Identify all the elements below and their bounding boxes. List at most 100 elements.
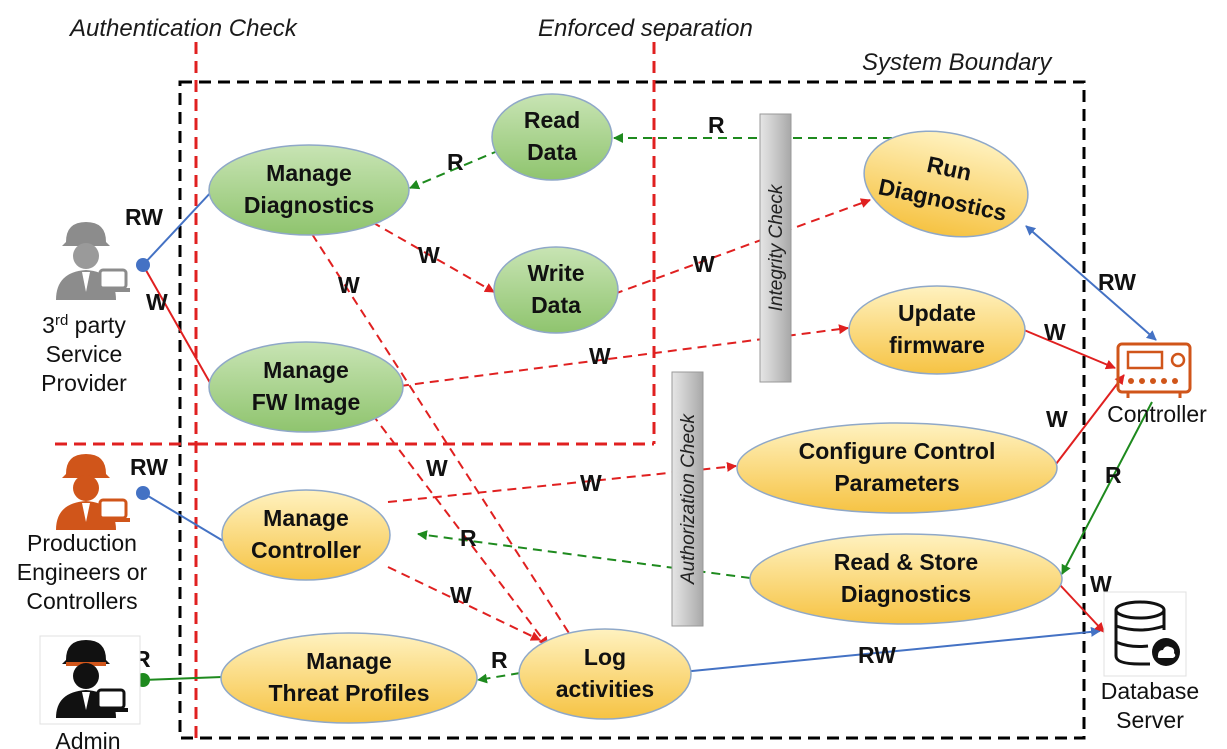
label-rundiag-ctrl-rw: RW [1098, 269, 1136, 295]
read-store-line1: Read & Store [834, 549, 978, 575]
controller-label: Controller [1107, 401, 1207, 427]
use-case-manage-fw-image[interactable]: Manage FW Image [208, 341, 404, 433]
engineers-line2: Engineers or [17, 559, 148, 585]
edge-managectrl-log [387, 566, 541, 641]
service-provider-line1: 3rd party [42, 312, 126, 338]
label-ctrl-readstore-r: R [1105, 462, 1122, 488]
label-managefw-log-w: W [426, 455, 448, 481]
configure-line1: Configure Control [799, 438, 996, 464]
actor-admin[interactable]: Admin [39, 635, 141, 749]
log-line1: Log [584, 644, 626, 670]
authentication-boundary [55, 42, 198, 745]
enforced-separation-boundary [196, 42, 656, 446]
manage-controller-line1: Manage [263, 505, 349, 531]
engineers-connector-dot [136, 486, 150, 500]
edge-readdata-managediag [409, 149, 501, 190]
integrity-check-bar [759, 113, 792, 383]
edge-updatefw-controller [1023, 329, 1116, 370]
edge-log-threatprofiles [477, 672, 521, 684]
use-case-update-firmware[interactable]: Update firmware [848, 285, 1026, 375]
use-case-manage-controller[interactable]: Manage Controller [221, 489, 391, 581]
authentication-check-label: Authentication Check [68, 15, 299, 42]
log-line2: activities [556, 676, 654, 702]
edge-managefw-log [371, 413, 549, 647]
service-provider-line2: Service [46, 341, 123, 367]
label-log-threat-r: R [491, 647, 508, 673]
edge-log-database [681, 626, 1101, 677]
database-line1: Database [1101, 678, 1199, 704]
provider-connector-dot [136, 258, 150, 272]
integrity-check-label: Integrity Check [766, 183, 787, 311]
use-case-run-diagnostics[interactable]: Run Diagnostics [854, 117, 1038, 251]
edge-rundiag-controller [1025, 225, 1157, 341]
write-data-line2: Data [531, 292, 581, 318]
edge-configure-controller [1055, 374, 1125, 465]
edge-managediag-writedata [371, 221, 495, 293]
label-configure-w: W [580, 470, 602, 496]
authorization-check-bar [671, 371, 704, 627]
edge-controller-readstore [1061, 401, 1153, 575]
service-provider-line3: Provider [41, 370, 127, 396]
label-managectrl-log-w: W [450, 582, 472, 608]
read-store-line2: Diagnostics [841, 581, 971, 607]
engineer-person-icon [56, 454, 130, 530]
write-data-line1: Write [527, 260, 584, 286]
manage-diagnostics-line1: Manage [266, 160, 352, 186]
use-case-manage-diagnostics[interactable]: Manage Diagnostics [208, 144, 410, 236]
engineers-line3: Controllers [26, 588, 137, 614]
label-updatefw-ctrl-w: W [1044, 319, 1066, 345]
engineers-line1: Production [27, 530, 137, 556]
enforced-separation-label: Enforced separation [538, 15, 753, 42]
engineer-person-icon [56, 222, 130, 300]
label-readstore-db-w: W [1090, 571, 1112, 597]
label-writedata-w: W [418, 242, 440, 268]
label-engineers-rw: RW [130, 454, 168, 480]
controller-icon [1116, 342, 1192, 398]
actor-production-engineers[interactable]: Production Engineers or Controllers [17, 454, 148, 614]
manage-controller-line2: Controller [251, 537, 361, 563]
manage-diagnostics-line2: Diagnostics [244, 192, 374, 218]
threat-profiles-line1: Manage [306, 648, 392, 674]
edge-readstore-managectrl [417, 530, 751, 579]
manage-fw-line1: Manage [263, 357, 349, 383]
label-log-db-rw: RW [858, 642, 896, 668]
read-data-line2: Data [527, 139, 577, 165]
edge-provider-manage-fw [142, 264, 214, 389]
actor-database-server[interactable]: Database Server [1101, 591, 1199, 733]
manage-fw-line2: FW Image [252, 389, 361, 415]
edge-admin-threat-profiles [142, 676, 223, 681]
database-icon [1114, 600, 1180, 666]
label-readdata-r: R [447, 149, 464, 175]
edge-engineers-manage-controller [142, 492, 231, 546]
label-updatefw-w: W [589, 343, 611, 369]
label-rundiag-w: W [693, 251, 715, 277]
authorization-check-label: Authorization Check [678, 412, 699, 585]
edge-managediag-log [311, 233, 577, 645]
use-case-log-activities[interactable]: Log activities [518, 628, 692, 720]
admin-person-icon [56, 640, 128, 718]
use-case-write-data[interactable]: Write Data [493, 246, 619, 334]
threat-profiles-line2: Threat Profiles [268, 680, 429, 706]
edge-writedata-rundiag [613, 198, 871, 295]
update-firmware-line1: Update [898, 300, 976, 326]
use-case-read-store-diagnostics[interactable]: Read & Store Diagnostics [749, 533, 1063, 625]
actor-controller[interactable]: Controller [1107, 342, 1207, 427]
label-readstore-r: R [460, 525, 477, 551]
label-managediag-log-w: W [338, 272, 360, 298]
edge-readstore-database [1059, 584, 1105, 633]
use-case-read-data[interactable]: Read Data [491, 93, 613, 181]
actor-service-provider[interactable]: 3rd party Service Provider [41, 222, 130, 396]
label-provider-rw: RW [125, 204, 163, 230]
label-provider-w: W [146, 289, 168, 315]
edge-provider-manage-diagnostics [142, 189, 214, 266]
use-case-manage-threat-profiles[interactable]: Manage Threat Profiles [220, 632, 478, 724]
configure-line2: Parameters [834, 470, 959, 496]
label-configure-ctrl-w: W [1046, 406, 1068, 432]
use-case-configure-control-parameters[interactable]: Configure Control Parameters [736, 422, 1058, 514]
label-rundiag-readdata-r: R [708, 112, 725, 138]
read-data-line1: Read [524, 107, 580, 133]
system-boundary-label: System Boundary [862, 49, 1053, 76]
admin-label: Admin [55, 728, 120, 749]
update-firmware-line2: firmware [889, 332, 985, 358]
